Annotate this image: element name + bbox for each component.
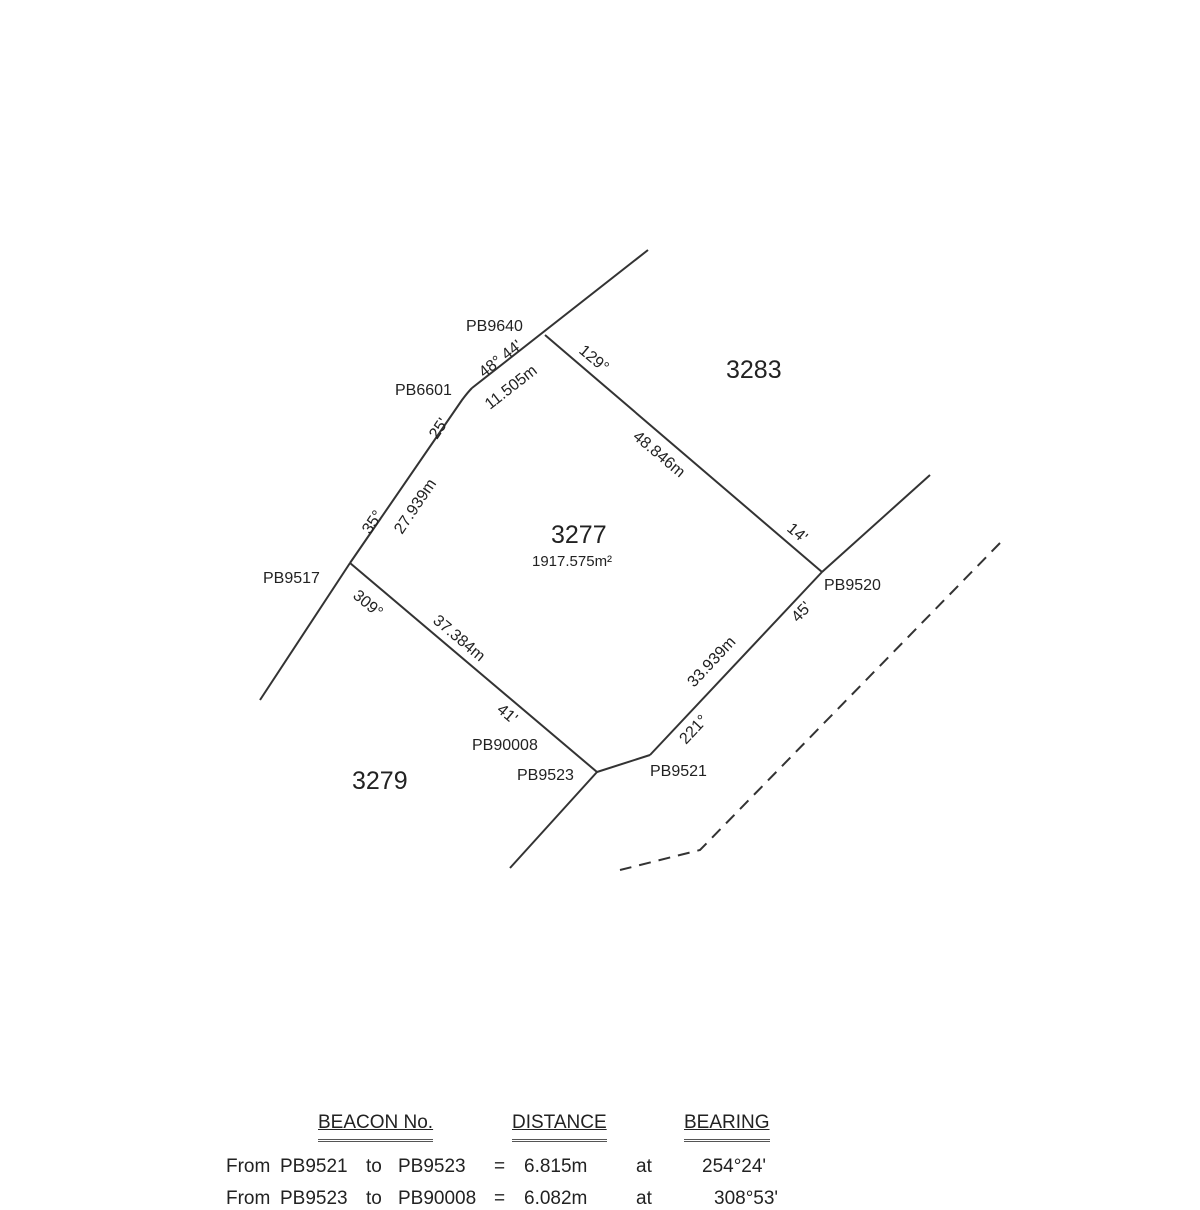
boundary-line-pb9520-extension [821, 474, 931, 573]
parcel-3277-label: 3277 [551, 521, 607, 549]
boundary-line-southwest-extension [509, 771, 598, 869]
boundary-line-pb9517-pb6601 [349, 387, 473, 564]
header-beacon: BEACON No. [318, 1112, 434, 1142]
beacon-pb9521: PB9521 [650, 763, 707, 780]
boundary-line-pb9517-pb9523 [349, 562, 598, 773]
boundary-line-pb9521-pb9523 [596, 754, 651, 773]
beacon-pb6601: PB6601 [395, 382, 452, 399]
beacon-pb9640: PB9640 [466, 318, 523, 335]
edge-label: 221° [676, 712, 711, 748]
edge-label: 309° [349, 587, 385, 621]
header-bearing: BEARING [684, 1112, 770, 1142]
parcel-area: 1917.575m² [532, 553, 612, 570]
edge-label: 33.939m [684, 634, 739, 691]
beacon-pb9517: PB9517 [263, 570, 320, 587]
parcel-3283-label: 3283 [726, 356, 782, 384]
edge-label: 27.939m [391, 476, 440, 537]
edge-label: 48.846m [629, 428, 688, 481]
dashed-line [619, 542, 1001, 871]
edge-label: 129° [575, 342, 611, 376]
header-distance: DISTANCE [512, 1112, 607, 1142]
boundary-line-pb9640-pb9520 [544, 334, 823, 573]
parcel-3279-label: 3279 [352, 767, 408, 795]
beacon-pb90008: PB90008 [472, 737, 538, 754]
boundary-line-pb6601-pb9640-extension [471, 249, 649, 389]
edge-label: 35° [359, 508, 387, 538]
beacon-pb9523: PB9523 [517, 767, 574, 784]
boundary-line-northwest-extension [259, 562, 351, 701]
boundary-line-pb9520-pb9521 [649, 571, 823, 756]
beacon-pb9520: PB9520 [824, 577, 881, 594]
